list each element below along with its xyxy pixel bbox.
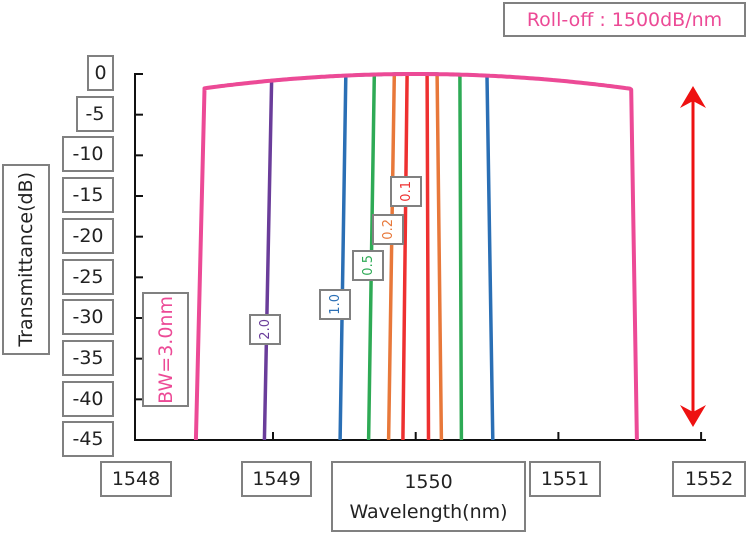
y-axis-label-box: Transmittance(dB) xyxy=(2,164,50,355)
x-tick-label: 1550 xyxy=(404,470,453,493)
y-tick-label: -25 xyxy=(62,258,114,295)
arrow-up-icon xyxy=(680,86,706,108)
y-tick-label: -45 xyxy=(62,421,114,458)
x-tick-label: 1551 xyxy=(529,461,601,497)
series-label-text: 0.5 xyxy=(360,255,376,276)
y-tick-label: -30 xyxy=(62,299,114,336)
series-label-text: 0.2 xyxy=(380,219,396,240)
series-label-0-2: 0.2 xyxy=(372,214,404,245)
series-label-0-1: 0.1 xyxy=(390,176,422,207)
x-axis-label: Wavelength(nm) xyxy=(349,500,508,523)
series-label-1-0: 1.0 xyxy=(319,289,351,320)
y-tick-label: -10 xyxy=(62,136,114,173)
y-tick-label: -40 xyxy=(62,380,114,417)
y-tick-label: -35 xyxy=(62,339,114,376)
y-tick-label: -15 xyxy=(62,177,114,214)
x-axis-label-box: 1550 Wavelength(nm) xyxy=(331,461,526,532)
bw-annotation: BW=3.0nm xyxy=(154,295,177,404)
series-0-1-curve xyxy=(401,72,431,441)
series-3-0-curve xyxy=(193,72,639,441)
series-label-text: 2.0 xyxy=(257,319,273,340)
series-0-2-curve xyxy=(386,72,444,441)
y-tick-label: 0 xyxy=(87,55,114,91)
series-label-text: 0.1 xyxy=(398,181,414,202)
x-tick-label: 1549 xyxy=(241,461,312,497)
y-tick-label: -5 xyxy=(76,95,114,132)
rolloff-annotation: Roll-off : 1500dB/nm xyxy=(503,2,746,37)
y-axis-label: Transmittance(dB) xyxy=(15,172,37,347)
y-tick-label: -20 xyxy=(62,217,114,254)
x-tick-label: 1552 xyxy=(672,461,746,497)
x-tick-label: 1548 xyxy=(100,461,172,497)
series-label-0-5: 0.5 xyxy=(352,250,384,281)
bw-annotation-box: BW=3.0nm xyxy=(142,292,189,407)
arrow-down-icon xyxy=(680,405,706,427)
series-label-2-0: 2.0 xyxy=(249,314,281,345)
series-label-text: 1.0 xyxy=(327,294,343,315)
